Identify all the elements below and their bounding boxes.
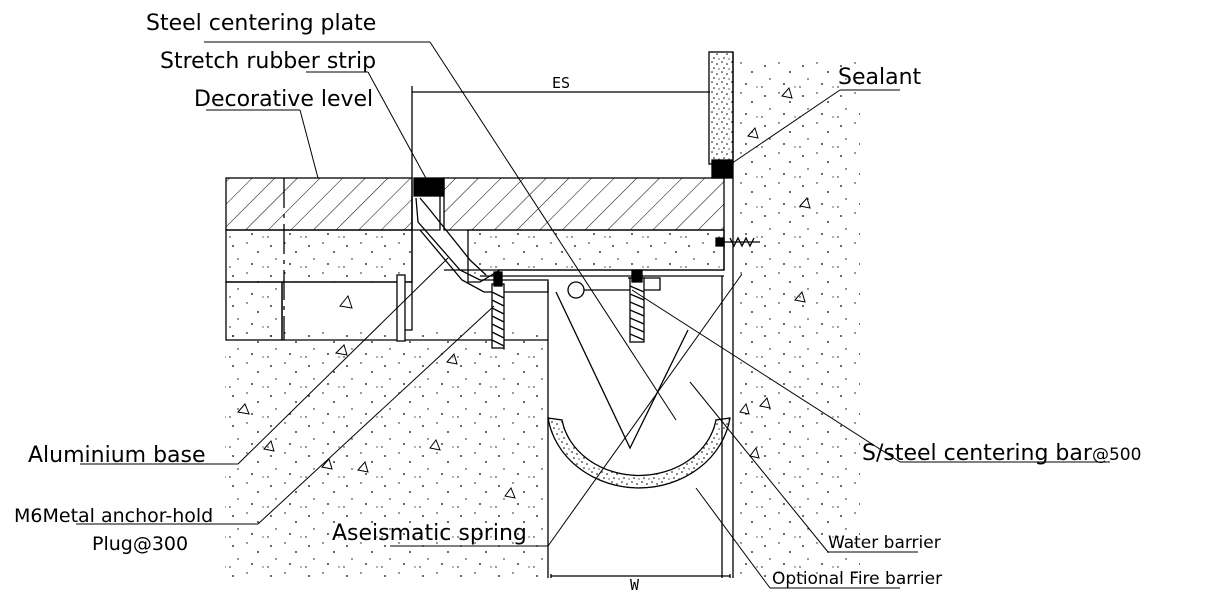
- water-barrier: [555, 291, 689, 450]
- label-ss-centering-bar-spacing: @500: [1092, 445, 1141, 465]
- dimension-es: ES: [552, 74, 570, 92]
- centering-bar-pivot: [567, 281, 585, 299]
- drawing-geometry: [225, 51, 860, 580]
- rubber-strip: [413, 177, 445, 197]
- anchor-bolt-left: [491, 271, 505, 349]
- anchor-bolt-right: [629, 269, 645, 343]
- label-aseismatic-spring: Aseismatic spring: [332, 521, 527, 546]
- label-ss-centering-bar: S/steel centering bar@500: [862, 441, 1141, 466]
- aggregate-marks: [237, 86, 811, 499]
- screed-block-left: [225, 281, 283, 341]
- right-concrete-fill: [740, 60, 860, 580]
- label-stretch-rubber-strip: Stretch rubber strip: [160, 49, 376, 74]
- wall-edge-column: [708, 51, 734, 165]
- finish-layer-left: [225, 177, 413, 231]
- label-optional-fire-barrier: Optional Fire barrier: [772, 569, 942, 589]
- label-ss-centering-bar-main: S/steel centering bar: [862, 441, 1093, 466]
- label-metal-anchor-hold: M6Metal anchor-hold: [14, 505, 213, 527]
- label-steel-centering-plate: Steel centering plate: [146, 11, 376, 36]
- label-water-barrier: Water barrier: [828, 533, 941, 553]
- screed-layer-right: [467, 229, 725, 283]
- sealant-block: [711, 159, 733, 179]
- leader-lines: [76, 41, 1110, 589]
- wall-screw: [715, 236, 760, 248]
- label-plug-spacing: Plug@300: [92, 533, 188, 555]
- label-aluminium-base: Aluminium base: [28, 443, 206, 468]
- fire-barrier: [547, 417, 731, 489]
- label-sealant: Sealant: [838, 65, 922, 90]
- screed-layer-left: [225, 229, 413, 283]
- dimension-w: W: [630, 576, 640, 594]
- left-concrete-fill: [225, 330, 548, 580]
- finish-layer-right: [443, 177, 725, 231]
- label-decorative-level: Decorative level: [194, 87, 373, 112]
